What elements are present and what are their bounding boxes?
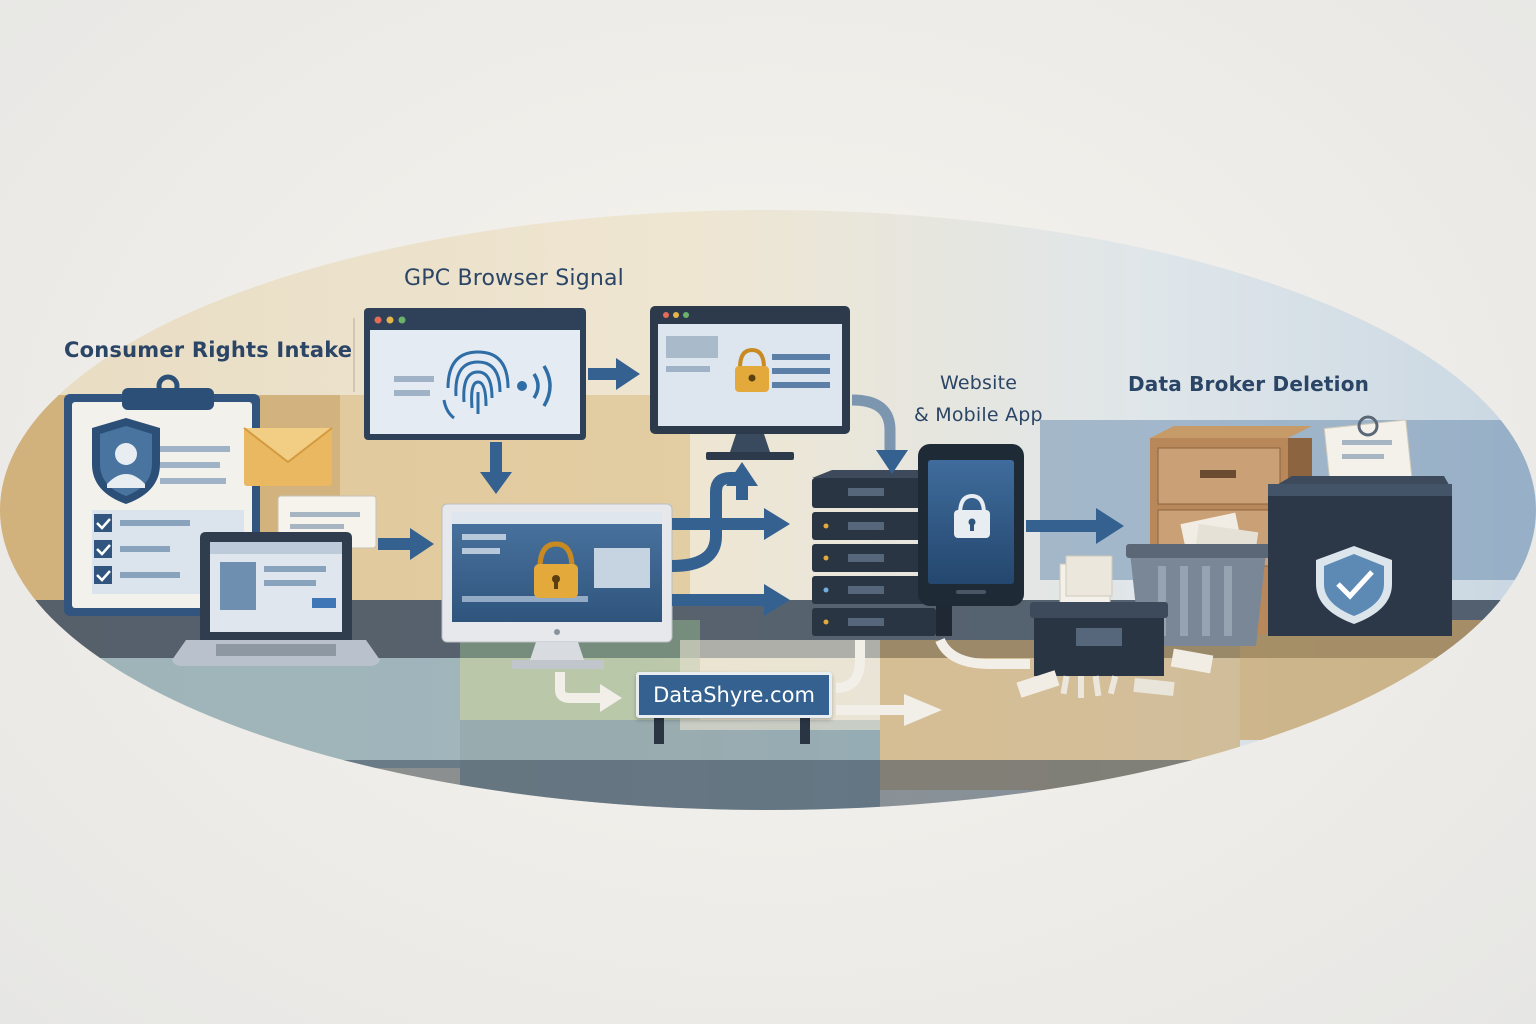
padlock-icon (534, 541, 578, 598)
browser-window-icon (364, 308, 586, 440)
signal-waves-icon (517, 365, 552, 407)
envelope-icon (243, 427, 333, 486)
shield-user-icon (92, 418, 160, 504)
label-mobile-app: & Mobile App (914, 404, 1043, 426)
shield-check-icon (1268, 415, 1452, 636)
label-data-broker-deletion: Data Broker Deletion (1128, 372, 1370, 396)
sign-post (654, 718, 810, 744)
flow-arrow-icon (726, 462, 758, 486)
flow-arrow-icon (378, 358, 1124, 616)
flow-curve (851, 394, 896, 452)
label-gpc-browser-signal: GPC Browser Signal (404, 266, 624, 291)
flow-arrow-icon (876, 450, 908, 474)
fingerprint-icon (442, 350, 510, 420)
label-consumer-rights-intake: Consumer Rights Intake (64, 338, 353, 362)
brand-sign: DataShyre.com (636, 672, 832, 718)
label-website: Website (940, 372, 1018, 394)
laptop-icon (172, 532, 380, 666)
paper-shredder-icon (1016, 555, 1214, 698)
smartphone-icon (918, 444, 1024, 606)
flow-arrow-icon (600, 684, 942, 726)
padlock-icon (735, 347, 769, 392)
flow-curve (555, 637, 1030, 715)
